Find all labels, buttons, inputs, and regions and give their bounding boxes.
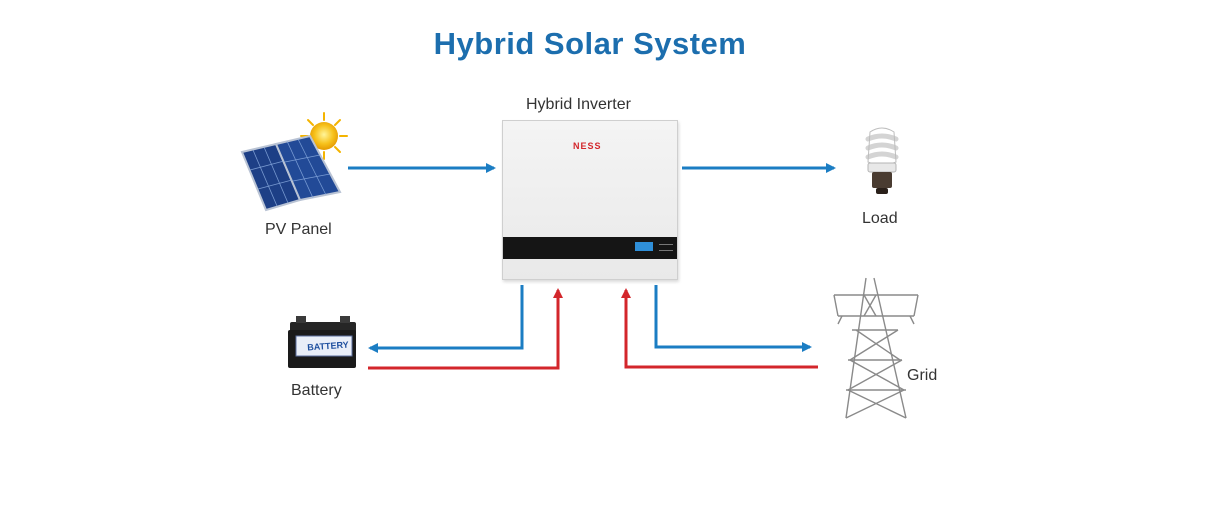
load-label: Load xyxy=(862,210,898,227)
flow-inverter-to-battery xyxy=(368,285,524,353)
inverter-display-panel xyxy=(503,237,677,259)
inverter-buttons xyxy=(659,244,673,251)
inverter-icon: NESS xyxy=(502,120,678,280)
power-tower-icon xyxy=(833,277,919,419)
light-bulb-icon xyxy=(865,127,899,194)
flow-grid-to-inverter xyxy=(621,288,818,369)
flow-battery-to-inverter xyxy=(368,288,563,370)
battery-icon xyxy=(288,316,356,368)
pv-panel-label: PV Panel xyxy=(265,221,332,238)
inverter-label: Hybrid Inverter xyxy=(526,96,631,113)
battery-label: Battery xyxy=(291,382,342,399)
lcd-screen xyxy=(635,242,653,251)
inverter-brand: NESS xyxy=(573,141,602,151)
pv-panel-icon xyxy=(240,112,348,212)
grid-label: Grid xyxy=(907,367,938,384)
flow-inverter-to-grid xyxy=(654,285,812,352)
diagram-title: Hybrid Solar System xyxy=(433,26,747,61)
